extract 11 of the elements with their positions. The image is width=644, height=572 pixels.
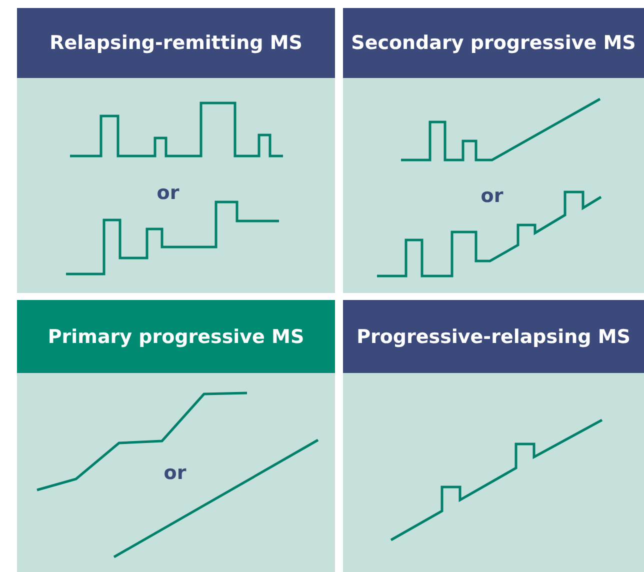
disease-course-panel (17, 300, 335, 572)
disease-course-panel (343, 300, 644, 572)
panel-title: Progressive-relapsing MS (343, 300, 644, 373)
panel-title: Relapsing-remitting MS (17, 8, 335, 78)
or-text: or (156, 182, 180, 204)
or-text: or (480, 185, 504, 207)
panel-title: Primary progressive MS (17, 300, 335, 373)
disease-course-panel (343, 8, 644, 293)
panel-title: Secondary progressive MS (343, 8, 644, 78)
disease-course-panel (17, 8, 335, 293)
or-text: or (164, 462, 186, 484)
